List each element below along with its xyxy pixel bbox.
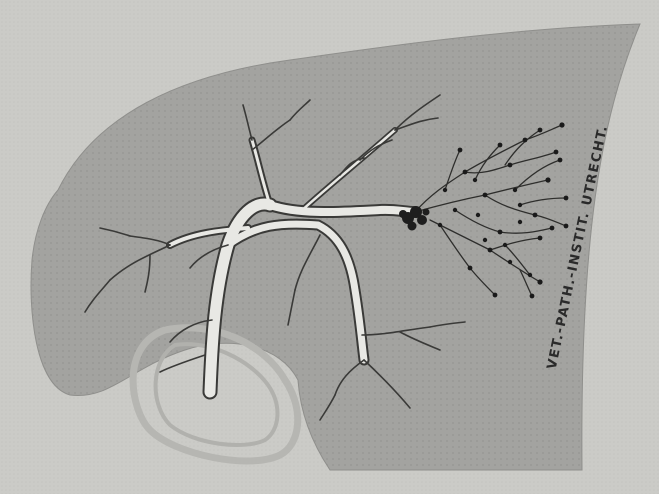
vessel-illustration xyxy=(0,0,659,494)
figure-plate: VET.-PATH.-INSTIT. UTRECHT. xyxy=(0,0,659,494)
